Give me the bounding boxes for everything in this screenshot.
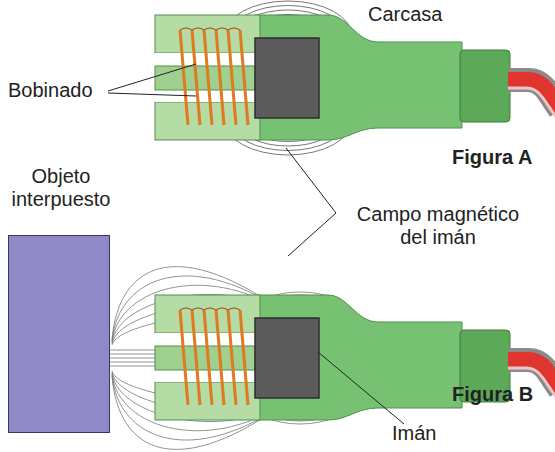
figure-caption: Figura A — [452, 146, 532, 169]
part-label: Bobinado — [8, 79, 93, 102]
part-label: Carcasa — [368, 3, 442, 26]
object-rect — [8, 235, 110, 433]
object-block: Objeto interpuesto — [4, 165, 118, 433]
sensor-figure-a — [155, 15, 555, 140]
figure-caption: Figura B — [452, 383, 533, 406]
part-label: Campo magnético del imán — [343, 203, 533, 249]
leader-lines — [108, 64, 404, 424]
sensor-figure-b — [155, 295, 555, 420]
part-label: Imán — [392, 422, 436, 445]
object-label: Objeto interpuesto — [4, 165, 118, 211]
